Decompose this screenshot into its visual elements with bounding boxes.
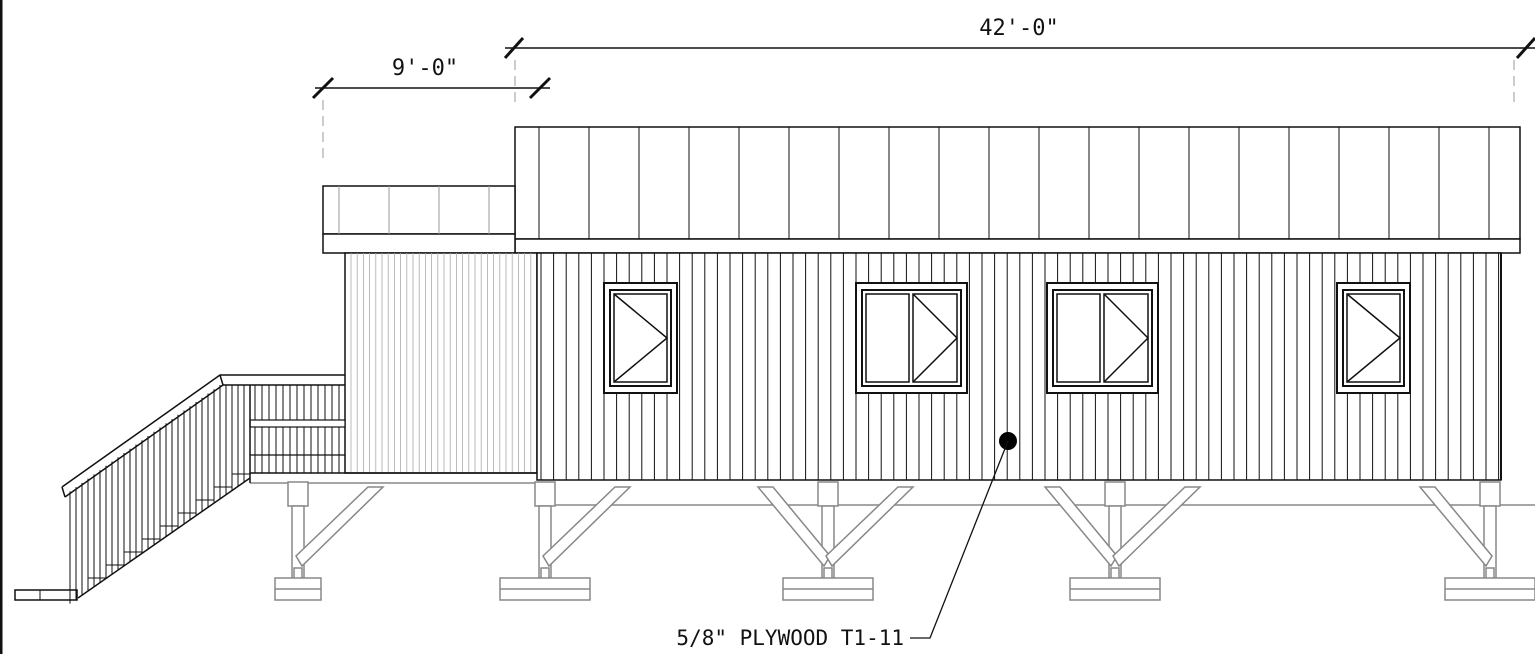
- window-single-2: [1336, 282, 1411, 394]
- deck-stairs: [14, 374, 346, 604]
- window-double-2: [1046, 282, 1159, 394]
- dimension-addition: [311, 76, 552, 100]
- callout-leader: [910, 440, 1009, 639]
- addition-roof: [322, 185, 516, 254]
- callout-label: 5/8" PLYWOOD T1-11: [676, 626, 904, 650]
- addition-wall: [344, 252, 538, 474]
- foundation-piers: [274, 481, 1535, 601]
- main-wall-siding: [536, 252, 1502, 481]
- window-single-1: [603, 282, 678, 394]
- window-double-1: [855, 282, 968, 394]
- main-roof: [514, 126, 1521, 254]
- dimension-overall: [503, 36, 1535, 60]
- siding-callout: 5/8" PLYWOOD T1-11: [676, 432, 1017, 650]
- dimension-addition-label: 9'-0": [392, 56, 458, 81]
- dimension-overall-label: 42'-0": [979, 16, 1058, 41]
- extension-lines: [322, 60, 1515, 162]
